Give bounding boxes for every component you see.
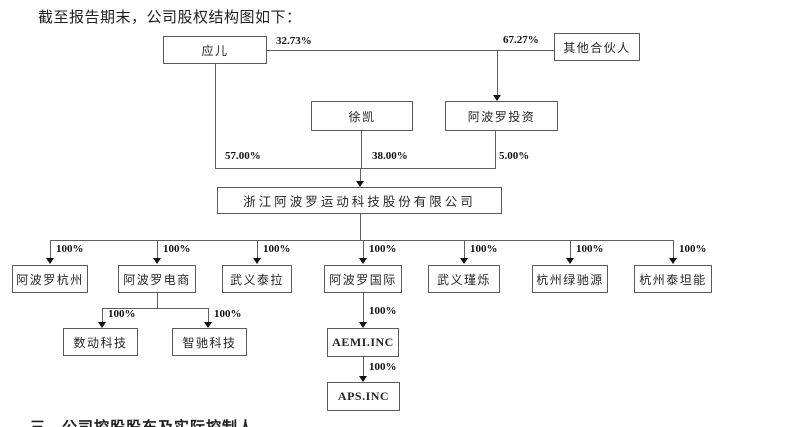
connector-line	[495, 131, 496, 169]
node-sub-lvchiyuan: 杭州绿驰源	[532, 265, 608, 293]
connector-line	[360, 168, 361, 181]
pct-sub-4: 100%	[369, 243, 397, 255]
connector-line	[102, 308, 103, 322]
pct-sub-7: 100%	[679, 243, 707, 255]
arrowhead-icon	[356, 181, 364, 187]
connector-line	[361, 131, 362, 169]
arrowhead-icon	[359, 258, 367, 264]
node-sub-hangzhou: 阿波罗杭州	[12, 265, 88, 293]
connector-line	[215, 168, 496, 169]
node-sub-zhichi: 智驰科技	[172, 328, 247, 356]
pct-sub-1: 100%	[56, 243, 84, 255]
pct-sub-6: 100%	[576, 243, 604, 255]
node-sub-taitanneng: 杭州泰坦能	[634, 265, 712, 293]
connector-line	[267, 50, 554, 51]
connector-line	[363, 293, 364, 322]
arrowhead-icon	[46, 258, 54, 264]
node-sub-wuyi-jinshuo: 武义瑾烁	[428, 265, 500, 293]
pct-zhichi: 100%	[214, 308, 242, 320]
node-sub-ecommerce: 阿波罗电商	[118, 265, 196, 293]
pct-shudong: 100%	[108, 308, 136, 320]
connector-line	[363, 357, 364, 376]
arrowhead-icon	[359, 376, 367, 382]
pct-aps: 100%	[369, 361, 397, 373]
arrowhead-icon	[204, 322, 212, 328]
connector-line	[215, 64, 216, 169]
connector-line	[363, 240, 364, 258]
connector-line	[257, 240, 258, 258]
node-main-company: 浙江阿波罗运动科技股份有限公司	[217, 187, 502, 214]
connector-line	[157, 293, 158, 308]
pct-sub-3: 100%	[263, 243, 291, 255]
connector-line	[50, 240, 51, 258]
pct-yingfan-main: 57.00%	[225, 150, 261, 162]
footer-section-heading: 三、公司控股股东及实际控制人	[30, 416, 254, 427]
intro-text: 截至报告期末，公司股权结构图如下：	[38, 10, 302, 26]
pct-yingfan-invest: 32.73%	[276, 35, 312, 47]
connector-line	[570, 240, 571, 258]
node-sub-shudong: 数动科技	[63, 328, 138, 356]
connector-line	[50, 240, 673, 241]
arrowhead-icon	[359, 322, 367, 328]
connector-line	[360, 214, 361, 240]
connector-line	[208, 308, 209, 322]
connector-line	[497, 50, 498, 95]
connector-line	[673, 240, 674, 258]
node-sub-wuyi-taila: 武义泰拉	[222, 265, 292, 293]
node-yingfan: 应儿	[163, 36, 267, 64]
node-apollo-invest: 阿波罗投资	[445, 101, 558, 131]
node-other-partners: 其他合伙人	[554, 33, 640, 61]
pct-others-invest: 67.27%	[503, 34, 539, 46]
arrowhead-icon	[253, 258, 261, 264]
node-xukai: 徐凯	[311, 101, 413, 131]
pct-sub-2: 100%	[163, 243, 191, 255]
arrowhead-icon	[493, 95, 501, 101]
node-sub-international: 阿波罗国际	[324, 265, 402, 293]
arrowhead-icon	[460, 258, 468, 264]
arrowhead-icon	[98, 322, 106, 328]
connector-line	[157, 240, 158, 258]
node-sub-aemi: AEMI.INC	[327, 328, 399, 357]
pct-xukai-main: 38.00%	[372, 150, 408, 162]
pct-sub-5: 100%	[470, 243, 498, 255]
arrowhead-icon	[566, 258, 574, 264]
node-sub-aps: APS.INC	[327, 382, 400, 411]
arrowhead-icon	[153, 258, 161, 264]
connector-line	[102, 308, 208, 309]
connector-line	[464, 240, 465, 258]
pct-invest-main: 5.00%	[499, 150, 530, 162]
arrowhead-icon	[669, 258, 677, 264]
pct-aemi: 100%	[369, 305, 397, 317]
